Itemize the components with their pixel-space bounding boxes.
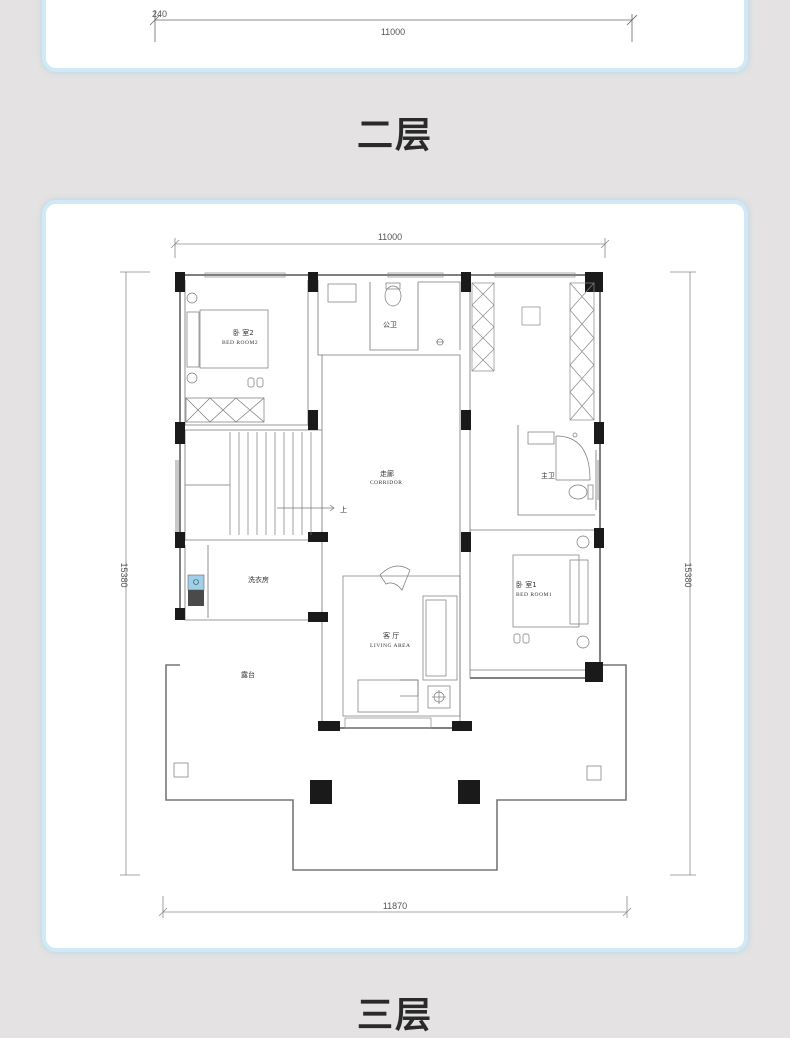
living-area-furniture <box>342 565 461 717</box>
public-bath-label: 公卫 <box>383 321 397 329</box>
corridor-label-en: CORRIDOR <box>370 480 402 486</box>
dim-left-label: 15380 <box>119 562 129 587</box>
bedroom1-label: 卧 室1 <box>516 580 537 589</box>
previous-floor-dimensions: 240 11000 <box>149 9 638 42</box>
bedroom1-label-en: BED ROOM1 <box>516 592 552 598</box>
terrace-outline <box>165 664 627 871</box>
living-area-label-en: LIVING AREA <box>370 643 410 649</box>
stair-up-label: 上 <box>340 505 347 514</box>
dimension-top <box>170 238 610 258</box>
previous-floor-dim-small: 240 <box>152 9 167 19</box>
next-floor-heading: 三层 <box>356 995 433 1036</box>
bedroom1-furniture <box>512 535 590 649</box>
laundry-fixtures <box>187 574 205 606</box>
corridor-label: 走廊 <box>380 469 394 478</box>
dim-right-label: 15380 <box>683 562 693 587</box>
bedroom2-label-en: BED ROOM2 <box>222 340 258 346</box>
interior-walls <box>175 280 600 728</box>
previous-floor-card <box>42 0 748 72</box>
previous-floor-dim-width: 11000 <box>381 27 405 37</box>
master-bath-fixtures <box>527 431 594 500</box>
dimension-right <box>670 271 696 876</box>
bedroom2-furniture <box>185 292 269 423</box>
dimension-left <box>120 271 150 876</box>
floor-plan: 11000 15380 15380 11870 <box>119 232 696 918</box>
living-area-label: 客 厅 <box>383 631 399 640</box>
public-bath-fixtures <box>327 282 444 346</box>
dim-bottom-label: 11870 <box>383 901 407 911</box>
floor-heading: 二层 <box>356 115 433 156</box>
terrace-label: 露台 <box>241 670 255 679</box>
master-bath-label: 主卫 <box>541 471 555 480</box>
terrace-planters <box>173 762 602 781</box>
structural-columns <box>175 272 604 804</box>
dim-top-label: 11000 <box>378 232 402 242</box>
staircase <box>185 432 335 535</box>
laundry-label: 洗衣房 <box>248 575 269 584</box>
storage-cabinets <box>471 282 595 421</box>
bedroom2-label: 卧 室2 <box>233 328 254 337</box>
dimension-bottom <box>158 896 632 918</box>
windows <box>204 272 576 729</box>
